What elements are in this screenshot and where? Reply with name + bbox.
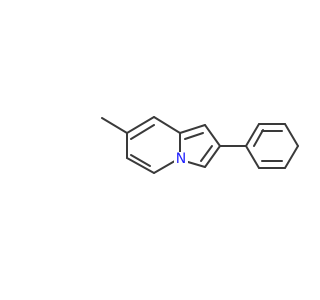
bond-6ring-1-inner xyxy=(130,124,155,140)
bond-5ring-1 xyxy=(179,124,206,134)
bond-ph-6 xyxy=(245,145,260,169)
bond-5ring-3 xyxy=(204,145,221,168)
bond-ph-4 xyxy=(284,145,299,169)
bond-ph-3 xyxy=(284,123,299,147)
bond-6ring-5-inner xyxy=(130,154,151,167)
bond-5ring-4 xyxy=(187,161,206,168)
bond-5ring-1-inner xyxy=(184,132,204,140)
bond-5ring-3-inner xyxy=(200,145,213,162)
molecule-diagram: N xyxy=(101,116,299,174)
bond-6ring-1 xyxy=(126,116,155,134)
n-label-bg xyxy=(174,152,188,166)
bond-6ring-2 xyxy=(153,116,181,134)
bond-layer xyxy=(101,116,299,174)
atom-label-layer: N xyxy=(174,151,188,167)
structure-drawing: N xyxy=(101,116,299,174)
nitrogen-label: N xyxy=(176,151,186,167)
bond-6ring-5 xyxy=(126,157,155,174)
bond-ph-1-inner xyxy=(253,129,264,147)
bond-ph-1 xyxy=(245,123,260,147)
bond-5ring-2 xyxy=(204,124,221,147)
bond-methyl xyxy=(101,117,128,134)
